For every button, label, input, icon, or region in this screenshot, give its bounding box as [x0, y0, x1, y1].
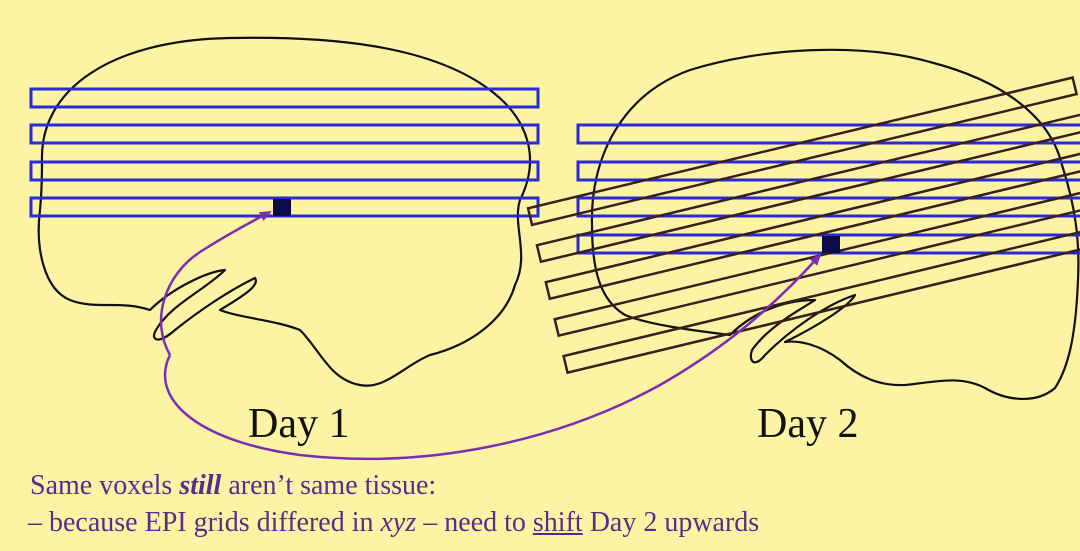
caption-line-2-b: – need to	[416, 507, 533, 538]
caption-line-2-c: Day 2 upwards	[582, 507, 760, 538]
caption-line-2: – because EPI grids differed in xyz – ne…	[28, 507, 759, 539]
slab-day2-1	[576, 123, 1080, 145]
voxel-day2	[822, 236, 840, 253]
slab-day2-3	[576, 196, 1080, 218]
tilted-slab-5	[562, 223, 1080, 375]
brain-outline-day1	[37, 36, 532, 387]
epi-grid-day2-shifted	[526, 76, 1080, 375]
tilted-slab-4	[553, 186, 1080, 338]
caption-line-2-a: – because EPI grids differed in	[28, 507, 381, 538]
slab-day2-2	[576, 160, 1080, 182]
caption-line-1-b: aren’t same tissue:	[221, 470, 437, 501]
tilted-slab-2	[535, 113, 1080, 264]
brain-outline-day2	[590, 48, 1080, 401]
voxel-day1	[273, 199, 291, 216]
day2-label: Day 2	[757, 401, 859, 447]
arrow-to-day1-voxel	[159, 210, 272, 356]
slab-day1-2	[29, 123, 540, 145]
day1-label: Day 1	[248, 401, 350, 447]
slab-day1-3	[29, 160, 540, 182]
caption-shift: shift	[532, 507, 583, 538]
epi-grid-day1	[29, 87, 540, 218]
tilted-slab-1	[526, 76, 1079, 227]
caption-xyz: xyz	[380, 507, 417, 538]
arrow-to-day2-voxel	[163, 253, 822, 461]
tilted-slab-3	[544, 149, 1080, 301]
caption-emphasis-still: still	[179, 470, 222, 501]
slab-day1-1	[29, 87, 540, 109]
caption-line-1: Same voxels still aren’t same tissue:	[30, 470, 436, 502]
caption-line-1-a: Same voxels	[30, 470, 180, 501]
